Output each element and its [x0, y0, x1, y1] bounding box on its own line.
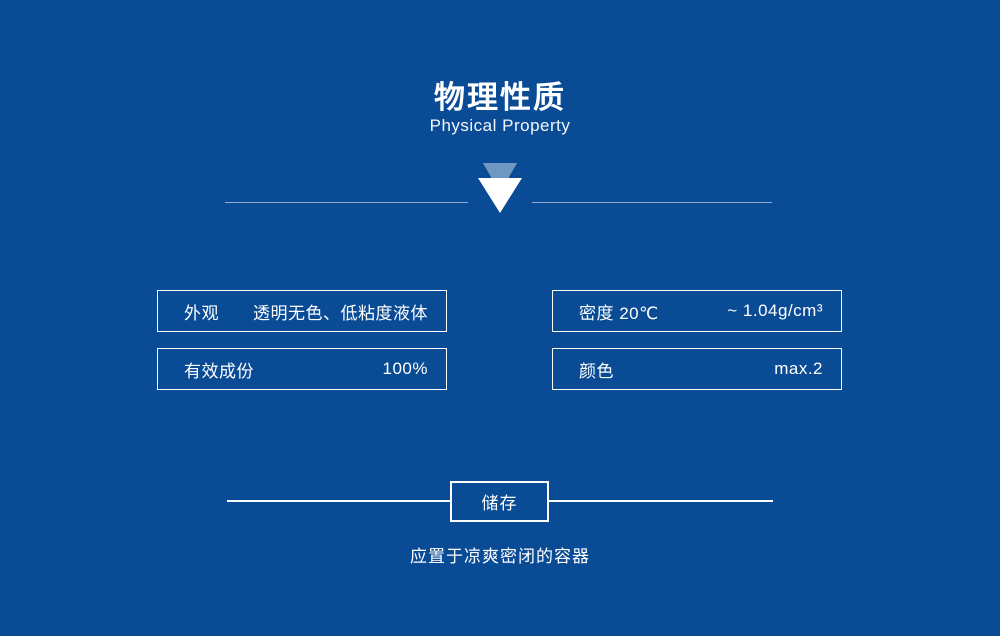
storage-title-box: 储存: [450, 481, 549, 522]
section-title: 物理性质: [434, 80, 566, 115]
property-card-active-content: 有效成份 100%: [157, 348, 447, 390]
divider-line-left: [225, 202, 468, 203]
property-label: 颜色: [579, 361, 614, 381]
property-card-appearance: 外观 透明无色、低粘度液体: [157, 290, 447, 332]
storage-title: 储存: [481, 494, 518, 513]
storage-note: 应置于凉爽密闭的容器: [410, 547, 590, 566]
property-card-density: 密度 20℃ ~ 1.04g/cm³: [552, 290, 842, 332]
storage-line-left: [227, 500, 450, 502]
chevron-triangle-white: [478, 178, 522, 213]
double-chevron-down-icon: [478, 163, 523, 215]
chevron-triangle-light: [483, 163, 517, 193]
property-card-color: 颜色 max.2: [552, 348, 842, 390]
property-label: 密度 20℃: [579, 303, 659, 323]
property-value: 100%: [382, 359, 428, 378]
storage-line-right: [549, 500, 773, 502]
property-value: 透明无色、低粘度液体: [253, 303, 428, 323]
property-value: ~ 1.04g/cm³: [727, 301, 823, 320]
section-subtitle: Physical Property: [429, 116, 571, 135]
property-value: max.2: [774, 359, 823, 378]
property-label: 外观: [184, 303, 219, 323]
property-label: 有效成份: [184, 361, 254, 381]
divider-line-right: [532, 202, 772, 203]
